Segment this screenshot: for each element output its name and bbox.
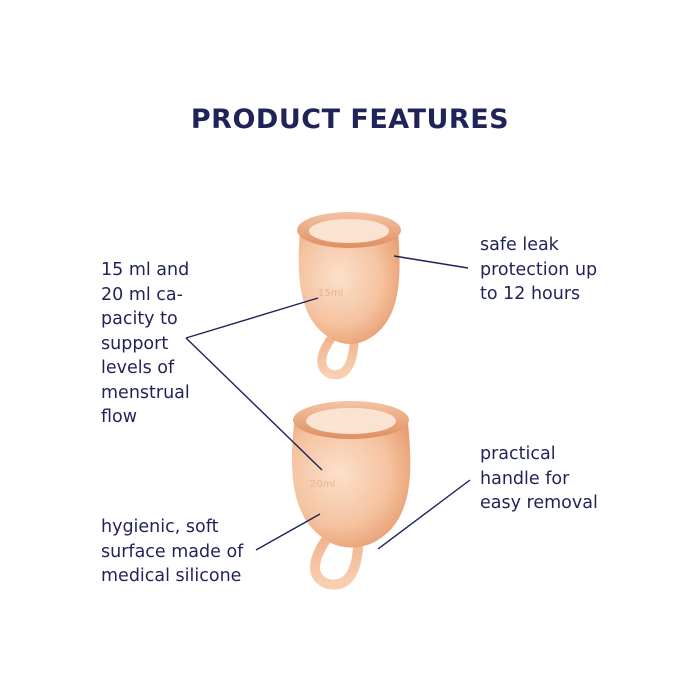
leader-handle — [377, 479, 471, 550]
feature-material: hygienic, soft surface made of medical s… — [101, 517, 244, 586]
page-title: PRODUCT FEATURES — [190, 104, 510, 135]
feature-leak-protection: safe leak protection up to 12 hours — [480, 235, 598, 304]
feature-capacity: 15 ml and 20 ml ca- pacity to support le… — [101, 260, 190, 427]
capacity-marking-15: 15ml — [318, 288, 343, 299]
cup-large-image: 20ml — [291, 401, 411, 590]
leader-leak — [393, 255, 469, 269]
leader-lines — [185, 255, 471, 551]
leader-capacity-bottom — [185, 337, 323, 471]
cup-small-image: 15ml — [297, 212, 401, 380]
leader-capacity-top — [185, 297, 319, 339]
feature-handle: practical handle for easy removal — [480, 444, 598, 513]
leader-material — [255, 513, 321, 551]
svg-text:20ml: 20ml — [310, 479, 335, 490]
